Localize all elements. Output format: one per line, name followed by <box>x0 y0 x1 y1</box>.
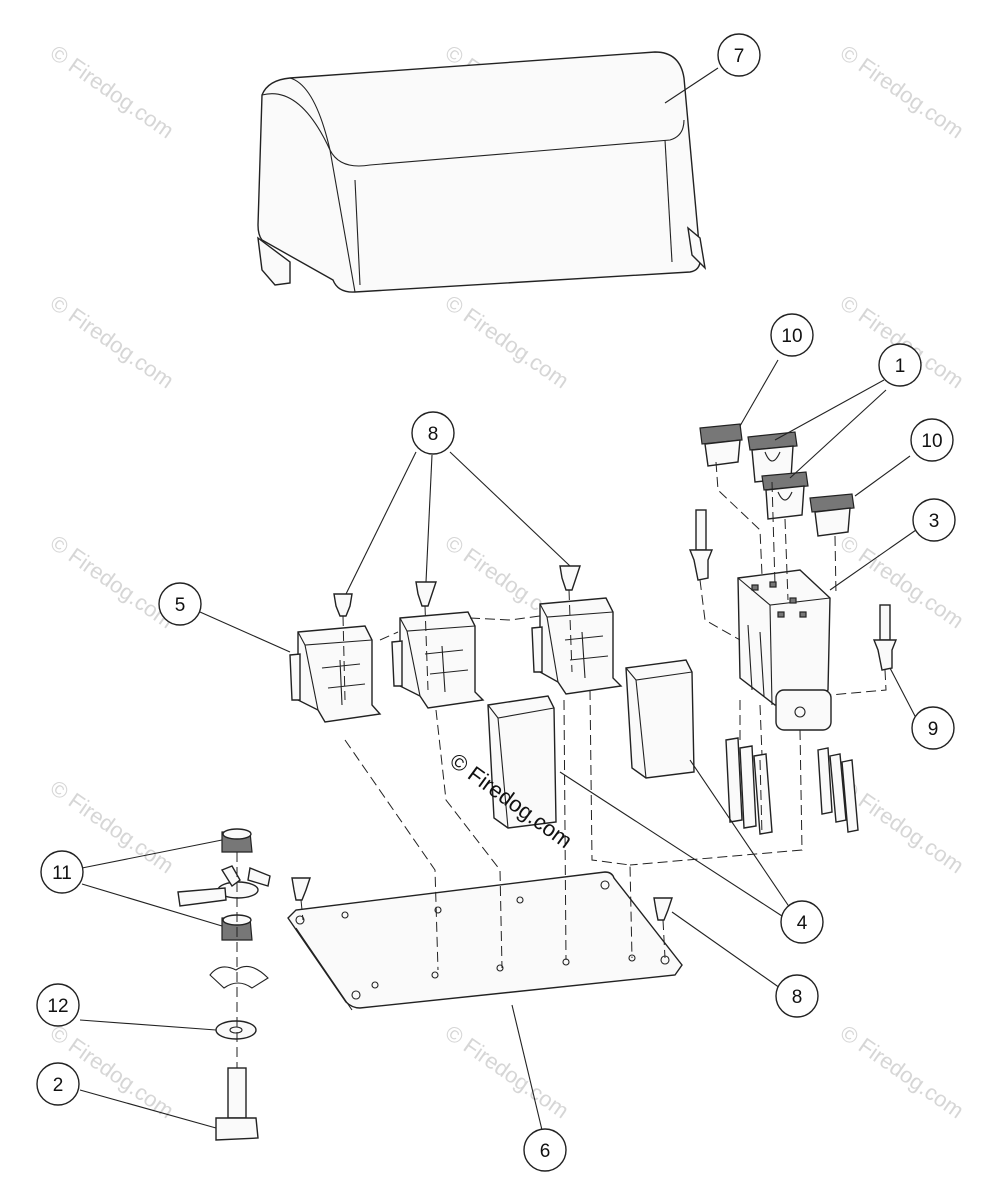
callout-11: 11 <box>40 850 84 894</box>
svg-text:5: 5 <box>175 595 186 616</box>
lock-washer <box>209 965 269 989</box>
relay-cube-2 <box>625 659 695 779</box>
svg-text:10: 10 <box>781 326 802 347</box>
svg-text:1: 1 <box>895 356 906 377</box>
svg-text:6: 6 <box>540 1141 551 1162</box>
callout-9: 9 <box>911 706 955 750</box>
pin-8-3 <box>559 565 581 591</box>
callout-12: 12 <box>36 983 80 1027</box>
svg-text:9: 9 <box>928 719 939 740</box>
svg-text:8: 8 <box>428 424 439 445</box>
callout-2: 2 <box>36 1062 80 1106</box>
callout-3: 3 <box>912 498 956 542</box>
leader-lines <box>79 67 917 1131</box>
callout-10-upper: 10 <box>770 313 814 357</box>
callout-1: 1 <box>878 343 922 387</box>
svg-text:11: 11 <box>52 863 72 884</box>
relay-socket-2 <box>391 611 485 709</box>
callout-8-upper: 8 <box>411 411 455 455</box>
pin-8-1 <box>333 593 353 617</box>
pin-8-5 <box>653 897 673 921</box>
assembly-lines <box>236 461 887 1068</box>
fuse-10-right <box>809 493 855 537</box>
nut-top <box>221 828 253 853</box>
callout-8-lower: 8 <box>775 974 819 1018</box>
fuse-1-lower <box>761 471 809 520</box>
svg-text:8: 8 <box>792 987 803 1008</box>
svg-text:4: 4 <box>797 913 808 934</box>
pin-8-4 <box>291 877 311 901</box>
relay-cube-1 <box>487 695 557 829</box>
svg-text:2: 2 <box>53 1075 64 1096</box>
callout-4: 4 <box>780 900 824 944</box>
svg-text:3: 3 <box>929 511 940 532</box>
terminals-left <box>725 737 773 835</box>
fuse-block-part <box>737 569 832 731</box>
washer-12 <box>215 1020 257 1040</box>
relay-socket-1 <box>289 625 382 723</box>
cover-part <box>257 51 707 293</box>
callout-5: 5 <box>158 582 202 626</box>
relay-socket-3 <box>531 597 623 695</box>
svg-text:10: 10 <box>921 431 942 452</box>
callout-6: 6 <box>523 1128 567 1172</box>
stud-bolt-2 <box>215 1067 259 1141</box>
svg-text:7: 7 <box>734 46 745 67</box>
ring-terminals <box>177 865 271 907</box>
svg-text:12: 12 <box>47 996 68 1017</box>
push-rivet-right <box>872 604 898 671</box>
callout-10-lower: 10 <box>910 418 954 462</box>
callout-7: 7 <box>717 33 761 77</box>
terminals-right <box>817 747 859 833</box>
push-rivet-left <box>688 509 714 581</box>
fuse-10-left <box>699 423 743 467</box>
base-plate <box>287 871 683 1011</box>
pin-8-2 <box>415 581 437 607</box>
